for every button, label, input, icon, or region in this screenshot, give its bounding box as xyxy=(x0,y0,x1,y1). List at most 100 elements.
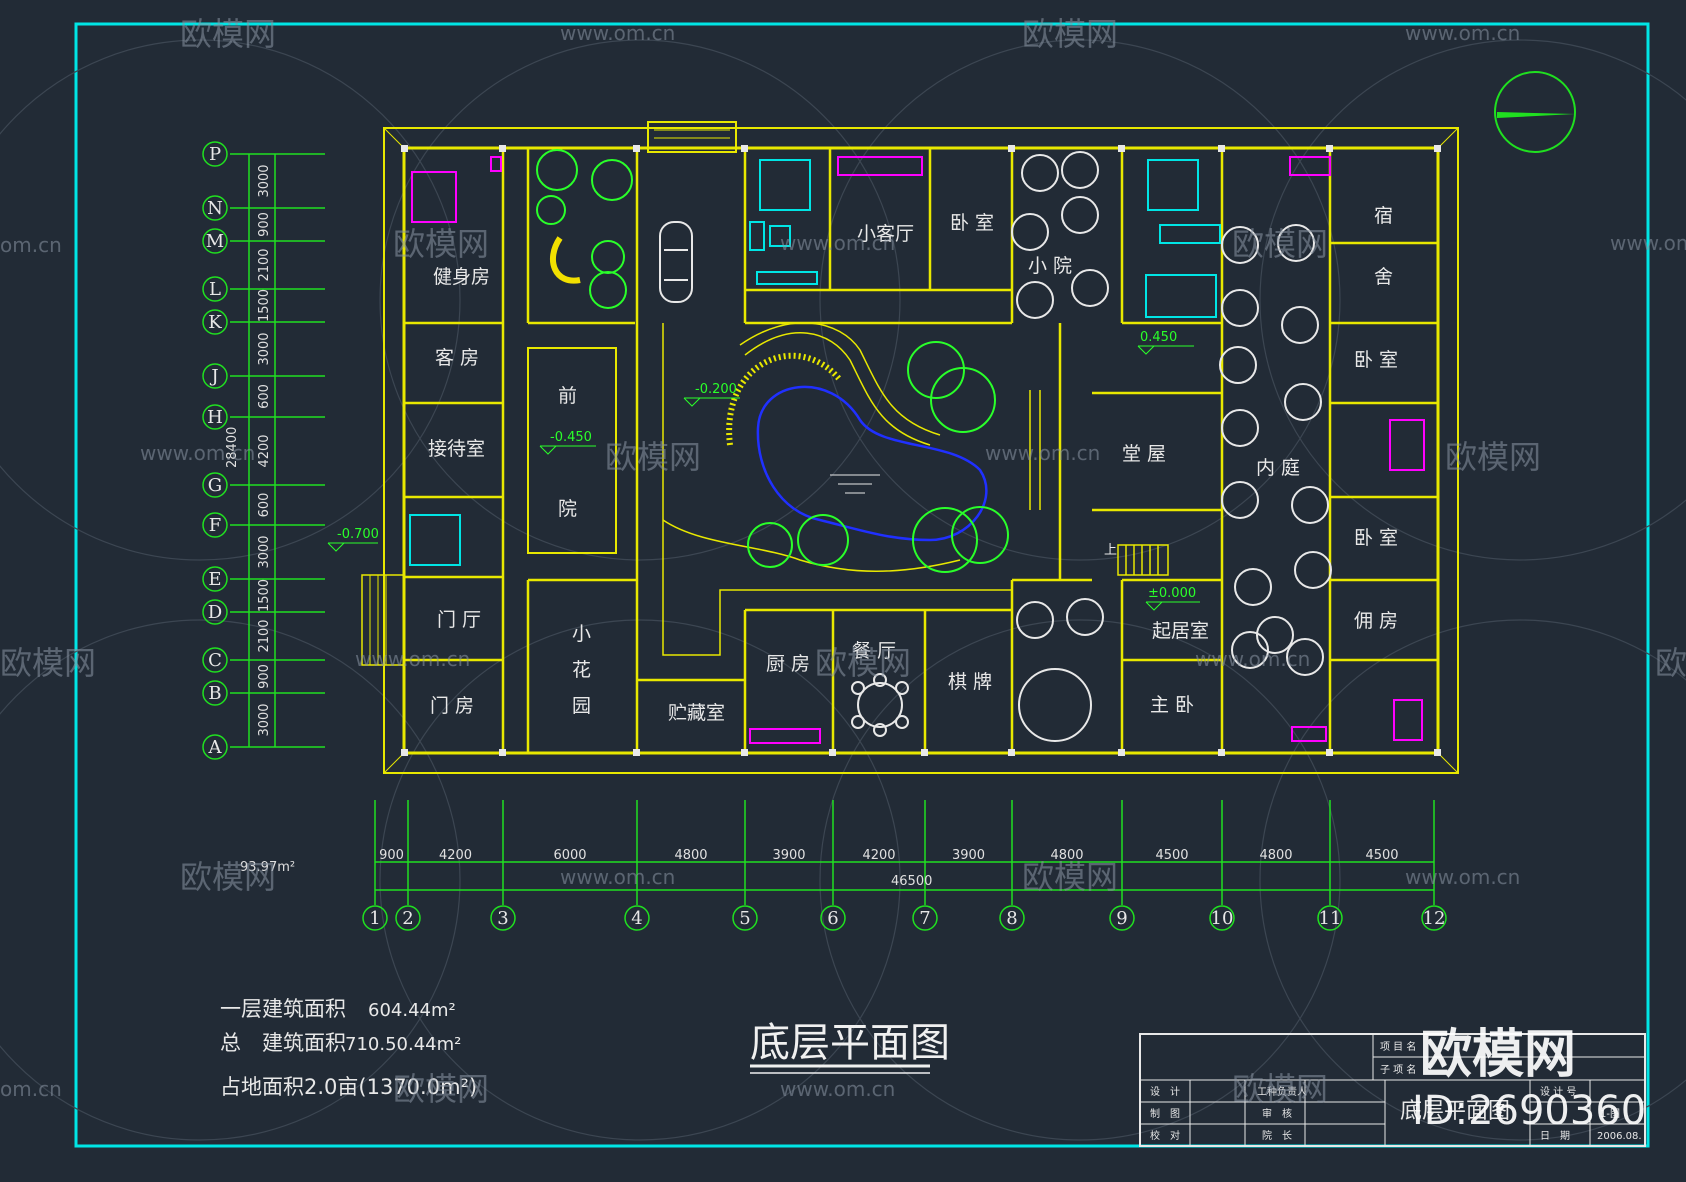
row-dimension-label: 3000 xyxy=(257,535,272,568)
column-dimension-label: 4800 xyxy=(1050,848,1083,863)
column-axis-bubble xyxy=(999,905,1025,931)
column-axis-bubble xyxy=(1421,905,1447,931)
tb-scale-no: 1-图 xyxy=(1600,1108,1620,1120)
room-label-dorm: 宿 xyxy=(1374,205,1393,227)
car-icon xyxy=(659,221,693,303)
big-watermark-id: ID:2690360 xyxy=(1412,1088,1646,1134)
row-axis-label: J xyxy=(209,366,218,387)
row-axis-bubble xyxy=(202,680,228,706)
tb-date-label: 日 期 xyxy=(1540,1130,1570,1142)
column-dimension-label: 3900 xyxy=(952,848,985,863)
row-axis-label: E xyxy=(208,569,221,590)
tb-drawing-name: 底层平面图 xyxy=(1400,1099,1510,1124)
structural-columns xyxy=(401,145,1441,756)
watermark-url-11: www.om.cn xyxy=(1405,865,1520,889)
watermark-brand-7: 欧模网 xyxy=(0,644,96,682)
watermark-url-5: www.om.cn xyxy=(1610,231,1686,255)
tb-project-label: 项 目 名 xyxy=(1380,1040,1416,1053)
watermark-url-1: www.om.cn xyxy=(560,21,675,45)
row-axis-label: C xyxy=(208,650,222,671)
total-area-value: 710.50.44m² xyxy=(345,1034,461,1055)
column-dimension-label: 4800 xyxy=(674,848,707,863)
watermark-url-10: www.om.cn xyxy=(560,865,675,889)
row-axis-label: D xyxy=(208,602,222,623)
room-label-main-hall: 堂 屋 xyxy=(1122,443,1166,465)
row-dimension-label: 1500 xyxy=(257,579,272,612)
north-arrow-icon xyxy=(1494,71,1576,153)
row-dimension-label: 3000 xyxy=(257,164,272,197)
tb-check-label: 校 对 xyxy=(1150,1129,1180,1142)
row-axis-group: PNMLKJHGFEDCBA30009002100150030006004200… xyxy=(202,141,325,760)
row-total-dimension: 28400 xyxy=(225,427,240,468)
row-dimension-label: 3000 xyxy=(257,703,272,736)
watermark-url-6: www.om.cn xyxy=(140,441,255,465)
row-axis-bubble xyxy=(202,512,228,538)
row-axis-bubble xyxy=(202,647,228,673)
column-dimension-label: 6000 xyxy=(553,848,586,863)
watermark-brand-10: 欧模网 xyxy=(180,858,276,896)
column-dimension-label: 4800 xyxy=(1259,848,1292,863)
column-axis-label: 4 xyxy=(631,908,642,929)
row-dimension-label: 600 xyxy=(257,493,272,518)
row-axis-label: M xyxy=(206,231,224,252)
watermark-url-12: om.cn xyxy=(0,1077,62,1101)
row-axis-label: K xyxy=(208,312,222,333)
row-axis-bubble xyxy=(202,309,228,335)
column-dimension-label: 900 xyxy=(379,848,404,863)
furniture-icons xyxy=(409,159,1221,566)
room-label-front-yard-2: 院 xyxy=(558,498,577,520)
tb-drawing-no-label: 设 计 号 xyxy=(1540,1085,1576,1098)
row-axis-bubble xyxy=(202,276,228,302)
room-label-bedroom-right-2: 卧 室 xyxy=(1354,527,1398,549)
row-axis-bubble xyxy=(202,363,228,389)
watermark-url-8: www.om.cn xyxy=(355,647,470,671)
row-axis-bubble xyxy=(202,141,228,167)
sanitary-fixture-icons xyxy=(411,156,1425,744)
row-dimension-label: 1500 xyxy=(257,289,272,322)
staircase xyxy=(1117,544,1169,576)
watermark-brand-3: 欧模网 xyxy=(393,225,489,263)
watermark-layer: 欧模网 www.om.cn 欧模网 www.om.cn om.cn 欧模网 ww… xyxy=(0,15,1686,1108)
watermark-arcs xyxy=(0,39,1686,1141)
watermark-brand-11: 欧模网 xyxy=(1022,858,1118,896)
room-label-storage: 贮藏室 xyxy=(668,702,725,724)
room-label-small-living: 小客厅 xyxy=(857,223,914,245)
watermark-brand-4: 欧模网 xyxy=(1232,225,1328,263)
room-label-reception: 接待室 xyxy=(428,438,485,460)
site-area-label: 占地面积2.0亩(1370.0m²) xyxy=(220,1075,477,1099)
small-area-label: 93.97m² xyxy=(240,860,295,875)
column-axis-bubble xyxy=(395,905,421,931)
column-axis-label: 12 xyxy=(1423,908,1446,929)
room-label-small-garden-2: 花 xyxy=(572,659,591,681)
row-axis-label: B xyxy=(208,683,221,704)
watermark-brand-5: 欧模网 xyxy=(605,438,701,476)
row-axis-bubble xyxy=(202,599,228,625)
room-label-servant-room: 佣 房 xyxy=(1354,610,1398,632)
row-axis-label: L xyxy=(209,279,221,300)
row-axis-bubble xyxy=(202,734,228,760)
column-axis-label: 11 xyxy=(1319,908,1342,929)
row-axis-bubble xyxy=(202,566,228,592)
room-label-dining: 餐 厅 xyxy=(852,640,896,662)
tree-icons xyxy=(536,149,1009,573)
watermark-url-7: www.om.cn xyxy=(985,441,1100,465)
column-axis-label: 6 xyxy=(827,908,838,929)
row-axis-bubble xyxy=(202,472,228,498)
room-label-gatehouse: 门 房 xyxy=(430,695,474,717)
room-label-master-bedroom: 主 卧 xyxy=(1150,694,1194,716)
row-axis-label: F xyxy=(209,515,222,536)
level-markers xyxy=(327,345,1200,611)
column-axis-bubble xyxy=(362,905,388,931)
column-axis-label: 8 xyxy=(1006,908,1017,929)
courtyard-tree-icons xyxy=(1011,151,1332,742)
row-axis-label: N xyxy=(207,198,223,219)
row-axis-label: G xyxy=(208,475,222,496)
room-label-small-garden: 小 xyxy=(572,623,591,645)
row-axis-bubble xyxy=(202,404,228,430)
room-label-small-garden-3: 园 xyxy=(572,695,591,717)
column-dimension-label: 3900 xyxy=(772,848,805,863)
row-axis-label: H xyxy=(207,407,223,428)
watermark-url-9: www.om.cn xyxy=(1195,647,1310,671)
row-dimension-label: 3000 xyxy=(257,332,272,365)
floor-area-label: 一层建筑面积 xyxy=(220,997,346,1021)
